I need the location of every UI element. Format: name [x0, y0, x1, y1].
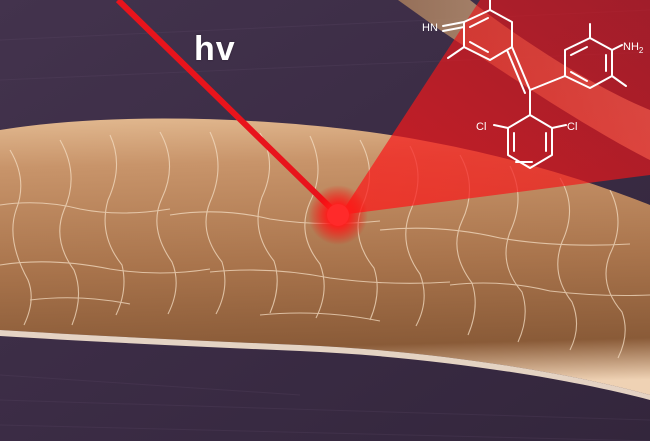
imine-label: HN — [422, 22, 438, 34]
chloro-left-label: Cl — [476, 121, 486, 133]
ring-bottom — [507, 114, 553, 169]
photon-energy-label: hv — [194, 30, 236, 68]
amine-subscript: 2 — [639, 46, 644, 55]
chloro-right-label: Cl — [567, 121, 577, 133]
amine-label: NH2 — [623, 41, 644, 55]
hair-edge-highlight — [0, 330, 650, 400]
laser-spot — [327, 204, 349, 226]
laser-beam — [115, 0, 341, 218]
amine-main: NH — [623, 41, 639, 53]
cuticle-scales — [0, 131, 650, 359]
molecule-structure — [442, 0, 627, 169]
